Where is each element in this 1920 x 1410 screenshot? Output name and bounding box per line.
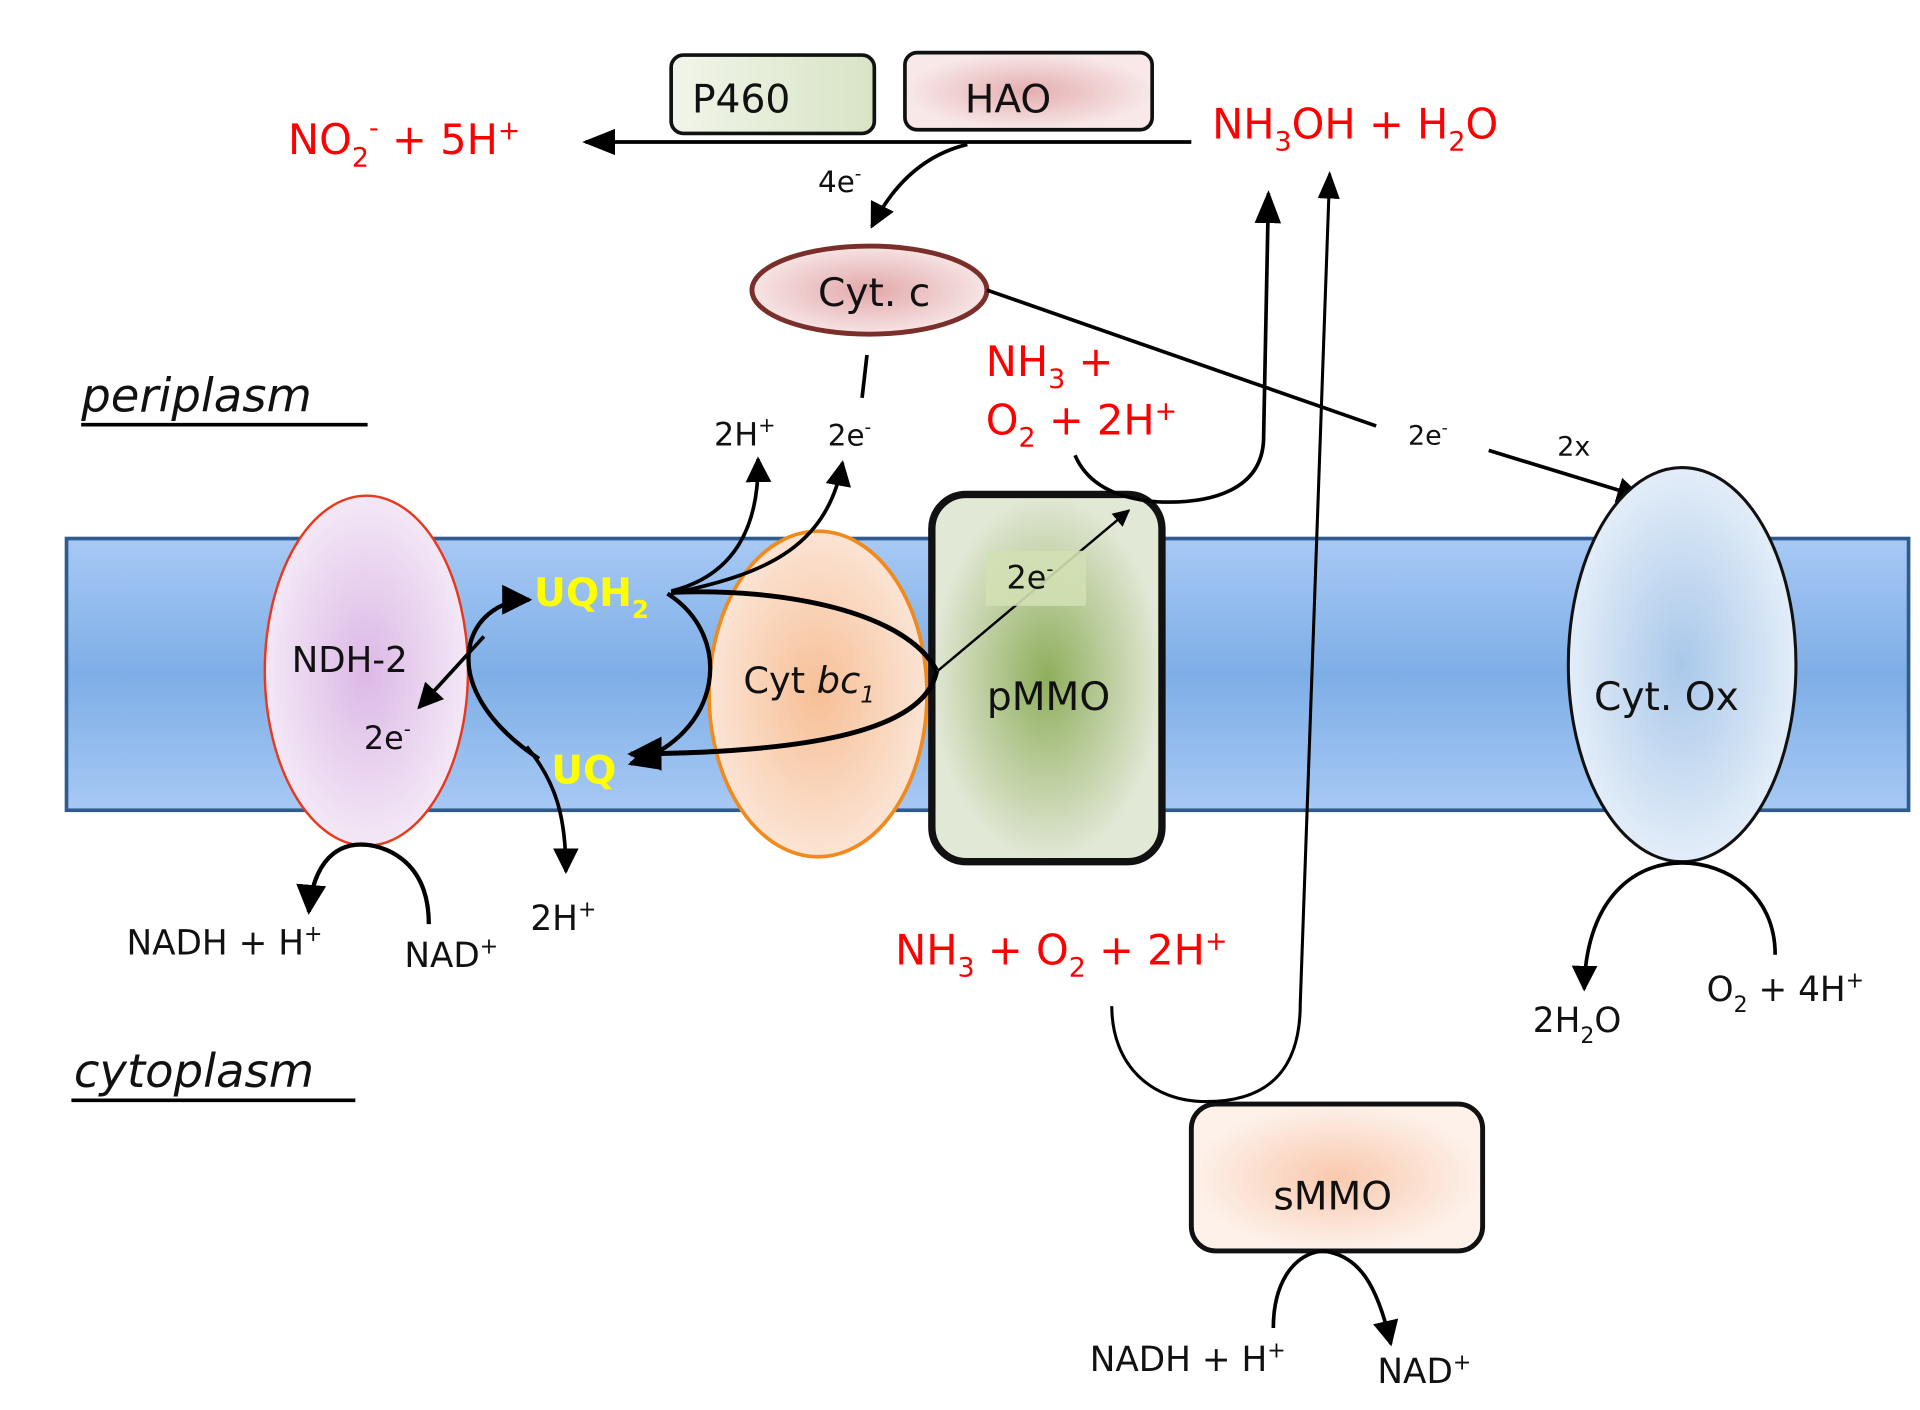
cytoplasm-label: cytoplasm: [74, 1044, 314, 1098]
pmmo-reaction-arc: [1073, 190, 1282, 504]
uq-to-protons-arrow: [525, 745, 579, 875]
cyt-bc1-label: Cyt bc1: [743, 659, 875, 709]
oxygen-protons-label: O2 + 4H+: [1707, 969, 1865, 1018]
cytoplasm-ammonia-label: NH3 + O2 + 2H+: [895, 925, 1227, 983]
cyt-c-to-cytox-line: [986, 288, 1377, 428]
hao-box: [903, 50, 1154, 132]
uq-label: UQ: [551, 748, 616, 793]
cyt-ox-label: Cyt. Ox: [1594, 675, 1739, 720]
ndh-electrons-label: 2e-: [364, 718, 411, 757]
cytox-water-arc: [1571, 861, 1777, 992]
bc1-loop-lower: [627, 670, 940, 771]
cyt-c-label: Cyt. c: [818, 271, 930, 316]
p460-box: [669, 53, 877, 136]
uqh2-to-proton-arrow: [670, 456, 772, 593]
four-electron-arrow: [870, 142, 968, 229]
cyt-ox: [1566, 466, 1798, 864]
periplasm-label: periplasm: [80, 368, 312, 422]
four-electron-label: 4e-: [818, 164, 861, 199]
ndh-electron-arrow: [417, 635, 486, 710]
nad-bottom-label: NAD+: [1377, 1351, 1471, 1392]
uqh2-to-uq-arrow: [627, 591, 713, 770]
p460-label: P460: [692, 78, 790, 123]
top-protons-label: 2H+: [714, 413, 776, 453]
cytox-electron-label: 2e-: [1408, 418, 1448, 451]
nad-left-label: NAD+: [404, 934, 498, 975]
cyt-c-link: [860, 354, 869, 398]
cyt-c-to-cytox-arrow: [1488, 448, 1643, 503]
top-electrons-label: 2e-: [828, 417, 871, 452]
uqh2-to-electron-arrow: [670, 460, 852, 596]
pmmo-label: pMMO: [987, 675, 1110, 720]
hydroxylamine-substrate: NH3OH + H2O: [1212, 99, 1498, 157]
nadh-bottom-label: NADH + H+: [1090, 1338, 1286, 1379]
pmmo-electron-label-bg: [985, 550, 1087, 606]
smmo-nadh-arc: [1271, 1249, 1399, 1347]
water-label: 2H2O: [1533, 1001, 1622, 1049]
smmo-label: sMMO: [1273, 1174, 1392, 1219]
ndh-nadh-arc: [296, 842, 431, 925]
smmo: [1188, 1101, 1486, 1254]
bc1-loop-upper: [671, 589, 939, 672]
periplasm-ammonia-label: NH3 +: [986, 337, 1114, 395]
smmo-reaction-arc: [1110, 171, 1340, 1104]
ndh-2-label: NDH-2: [292, 640, 408, 681]
times-two-label: 2x: [1557, 431, 1590, 462]
hao-label: HAO: [965, 78, 1051, 123]
uqh2-label: UQH2: [534, 571, 649, 624]
periplasm-oxygen-label: O2 + 2H+: [986, 396, 1178, 454]
nitrite-product: NO2- + 5H+: [288, 113, 520, 173]
pmmo-electron-label: 2e-: [1007, 557, 1054, 596]
bottom-protons-label: 2H+: [530, 898, 596, 939]
nadh-left-label: NADH + H+: [126, 922, 322, 963]
